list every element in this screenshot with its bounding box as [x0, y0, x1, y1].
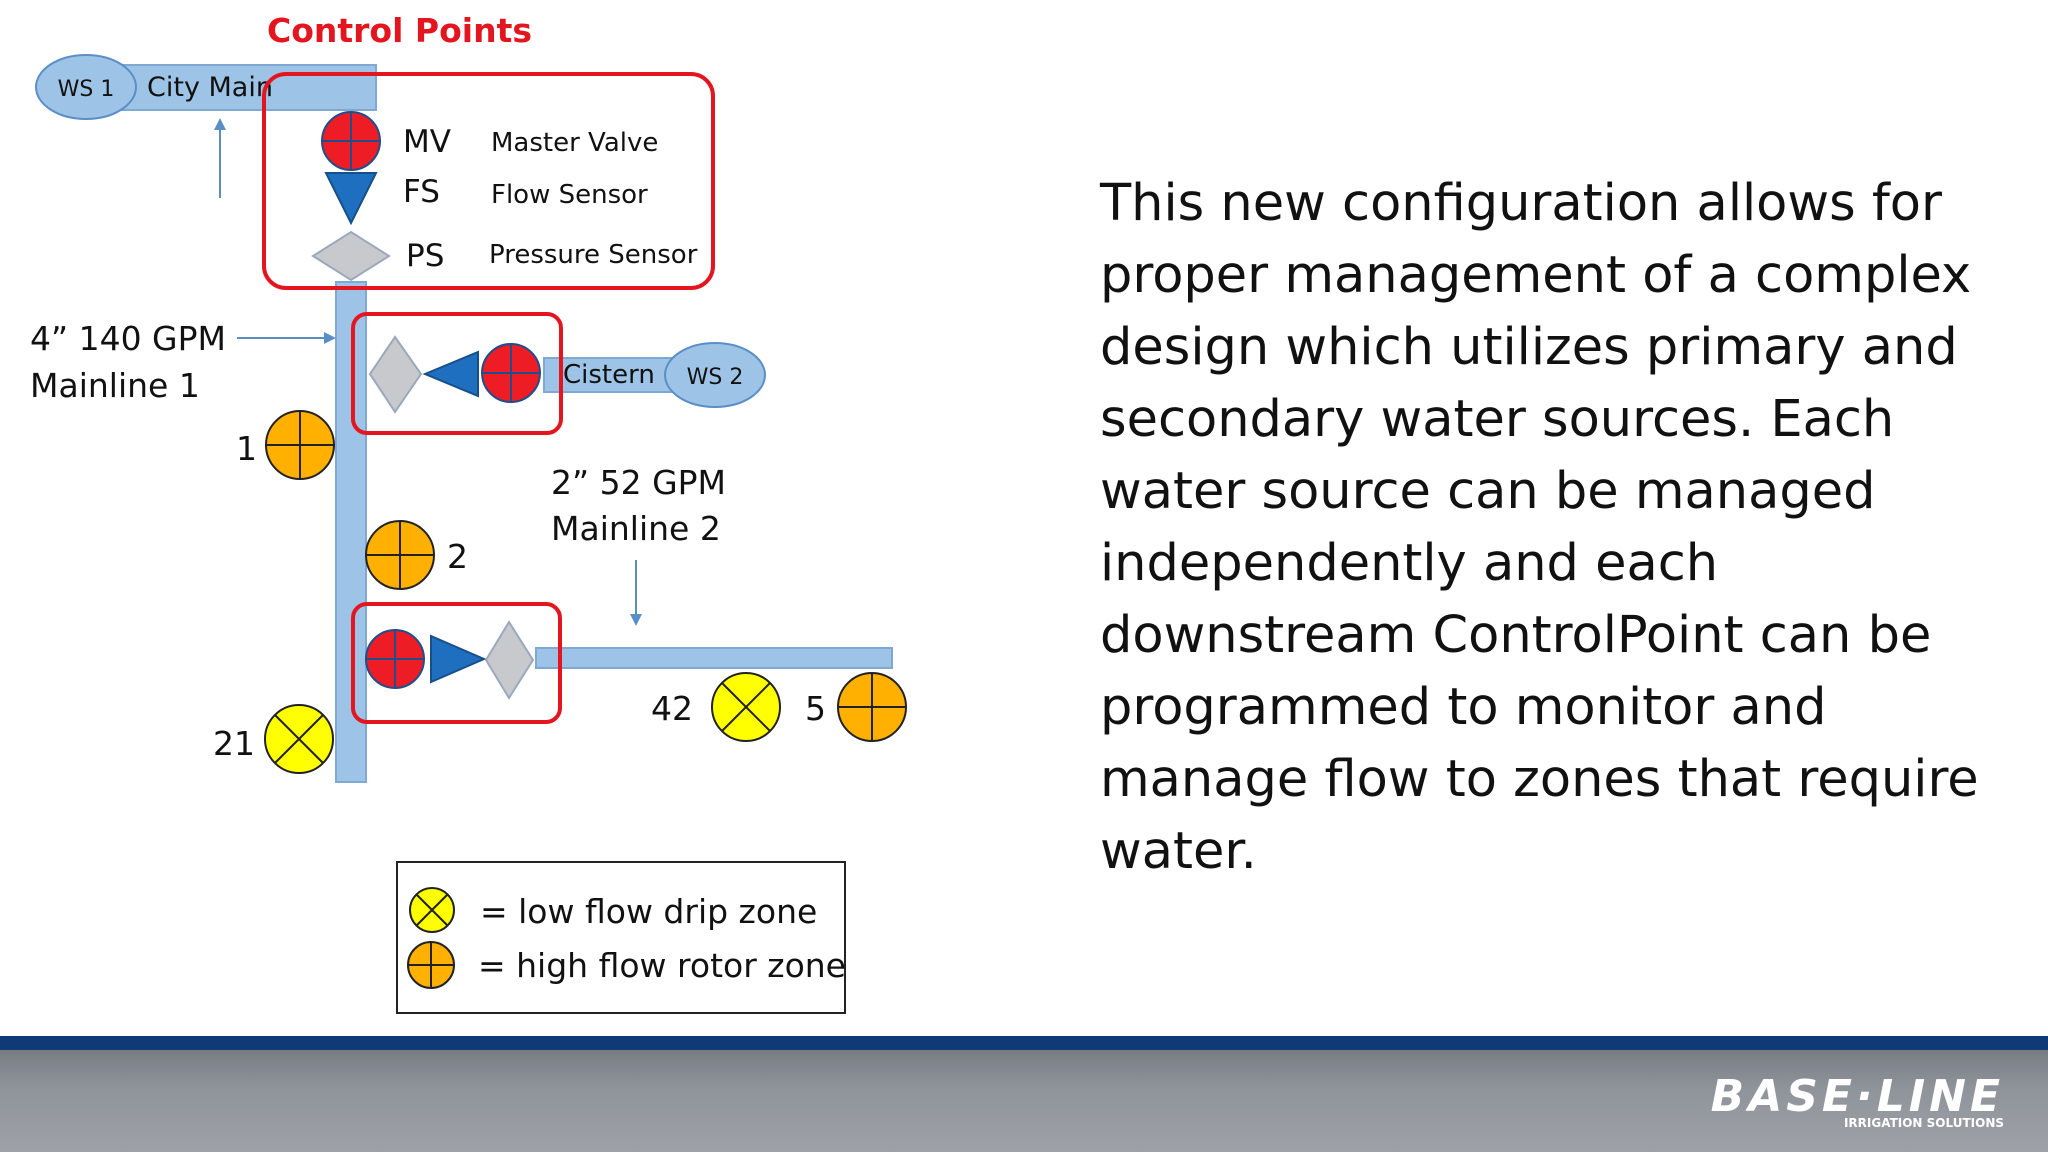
key-drip-icon: [409, 887, 455, 933]
zone-21-label: 21: [213, 724, 255, 763]
baseline-logo: BASE·LINE IRRIGATION SOLUTIONS: [1710, 1071, 2004, 1131]
city-main-label: City Main: [147, 72, 273, 103]
mainline-2-arrow: [630, 560, 642, 626]
mainline-2-name-label: Mainline 2: [551, 509, 721, 548]
key-low-flow-label: = low flow drip zone: [480, 892, 817, 931]
control-points-legend-box: [262, 72, 715, 290]
control-points-title: Control Points: [267, 11, 532, 50]
zone-42-label: 42: [651, 689, 693, 728]
cistern-pressure-sensor-icon: [368, 335, 423, 414]
mainline-2-control-point-box: [351, 602, 562, 724]
footer-bar: BASE·LINE IRRIGATION SOLUTIONS: [0, 1036, 2048, 1152]
zone-2-rotor-icon: [365, 520, 435, 590]
legend-code-mv: MV: [403, 124, 451, 160]
pressure-sensor-icon: [311, 230, 391, 282]
zone-5-rotor-icon: [837, 672, 907, 742]
mainline-2-flow-sensor-icon: [430, 634, 487, 684]
mainline-1-size-label: 4” 140 GPM: [30, 319, 226, 358]
mainline-2-size-label: 2” 52 GPM: [551, 463, 726, 502]
legend-code-fs: FS: [403, 174, 440, 210]
zone-1-rotor-icon: [265, 410, 335, 480]
ws1-label: WS 1: [58, 77, 115, 102]
key-rotor-icon: [407, 941, 455, 989]
mainline-2-pressure-sensor-icon: [484, 620, 535, 700]
ws2-source: [664, 342, 766, 408]
cistern-flow-sensor-icon: [422, 350, 479, 398]
key-high-flow-label: = high flow rotor zone: [478, 946, 846, 985]
footer-stripe: [0, 1036, 2048, 1050]
mainline-1-arrow: [237, 332, 336, 344]
legend-label-ps: Pressure Sensor: [489, 240, 698, 270]
legend-label-fs: Flow Sensor: [491, 180, 648, 210]
flow-sensor-icon: [324, 172, 378, 226]
zone-1-label: 1: [236, 429, 257, 468]
brand-name: BASE·LINE: [1710, 1071, 2004, 1122]
master-valve-icon: [321, 111, 381, 171]
cistern-control-point-box: [351, 312, 563, 435]
cistern-master-valve-icon: [481, 343, 541, 403]
legend-code-ps: PS: [406, 238, 444, 274]
zone-2-label: 2: [447, 537, 468, 576]
mainline-1-name-label: Mainline 1: [30, 366, 200, 405]
brand-tagline: IRRIGATION SOLUTIONS: [1843, 1116, 2004, 1130]
mainline-2-master-valve-icon: [365, 629, 425, 689]
zone-21-drip-icon: [264, 704, 334, 774]
zone-5-label: 5: [805, 689, 826, 728]
mainline-2-pipe: [535, 647, 893, 669]
ws2-label: WS 2: [687, 365, 744, 390]
cistern-label: Cistern: [563, 360, 655, 390]
ws1-source: [35, 54, 137, 120]
legend-label-mv: Master Valve: [491, 128, 658, 158]
city-main-arrow: [214, 118, 226, 198]
zone-key-box: [396, 861, 846, 1014]
control-point-diagram: WS 1 City Main WS 2 Cistern Control Poin…: [30, 11, 907, 1014]
zone-42-drip-icon: [711, 672, 781, 742]
description-text: This new configuration allows for proper…: [1100, 174, 1979, 881]
